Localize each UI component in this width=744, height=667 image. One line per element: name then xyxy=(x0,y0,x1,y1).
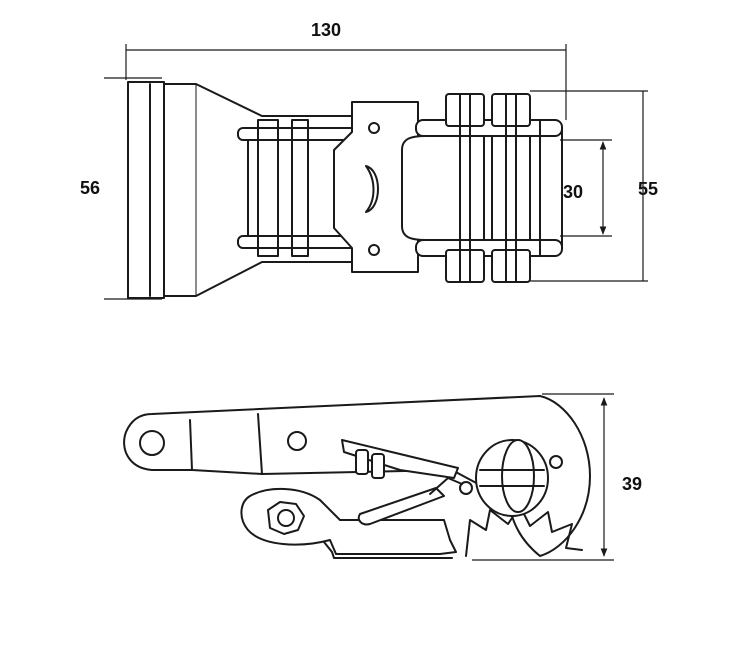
dim-39 xyxy=(472,393,614,561)
release-plate xyxy=(333,101,419,273)
dim-label-30: 30 xyxy=(563,182,584,202)
ratchet-wheel xyxy=(459,439,583,557)
dim-56 xyxy=(104,77,162,300)
dim-label-130: 130 xyxy=(311,20,342,40)
handle-frame xyxy=(127,81,361,299)
top-view xyxy=(104,44,648,300)
pawl-lever xyxy=(341,439,463,526)
side-view xyxy=(123,393,614,561)
spool xyxy=(415,93,563,283)
dim-label-39: 39 xyxy=(622,474,643,494)
handle-arm xyxy=(123,395,591,557)
dim-30 xyxy=(560,139,612,237)
dim-130 xyxy=(125,44,567,120)
dim-label-56: 56 xyxy=(80,178,101,198)
strap-loop xyxy=(401,135,461,241)
dim-55 xyxy=(530,90,648,282)
rods xyxy=(237,119,359,257)
hex-nut xyxy=(267,501,305,535)
